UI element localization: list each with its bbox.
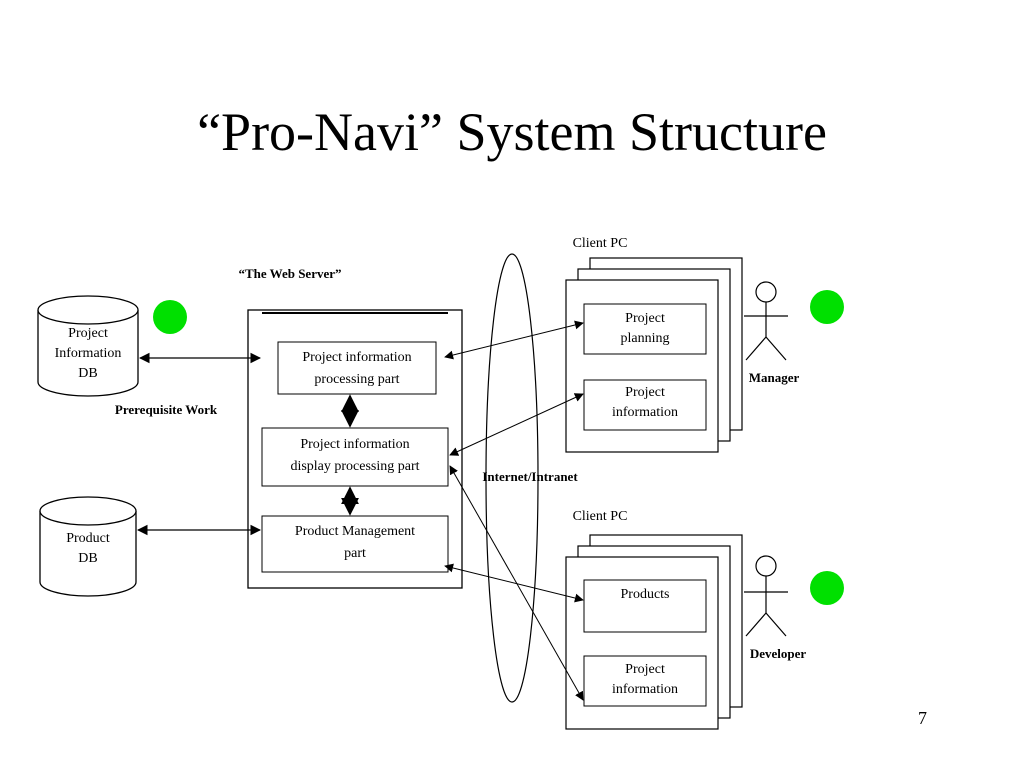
manager-label: Manager (749, 370, 800, 385)
product-db: Product DB (39, 496, 137, 597)
display-processing-part-box: Project information display processing p… (261, 427, 449, 487)
green-dot-icon (810, 290, 844, 324)
planning-label-1: Project (625, 311, 665, 326)
cylinder-top (37, 295, 139, 325)
product-management-part-box: Product Management part (261, 515, 449, 573)
processing-part-box: Project information processing part (277, 341, 437, 395)
manager-info-label-1: Project (625, 385, 665, 400)
manager-info-label-2: information (612, 405, 678, 420)
green-dot-icon (153, 300, 187, 334)
manager-project-information-box: Project information (583, 379, 707, 431)
developer-project-information-box: Project information (583, 655, 707, 707)
project-db-label-2: Information (55, 346, 122, 361)
network-label: Internet/Intranet (482, 469, 578, 484)
page-number: 7 (918, 708, 927, 728)
green-dot-icon (810, 571, 844, 605)
cylinder-icon (37, 310, 139, 397)
arrow-display-manager-info (449, 393, 584, 456)
project-planning-box: Project planning (583, 303, 707, 355)
product-mgmt-label-2: part (344, 546, 366, 561)
client-pc-bottom-label: Client PC (573, 509, 628, 524)
product-mgmt-label-1: Product Management (295, 524, 415, 539)
project-information-db: Project Information DB (37, 295, 139, 397)
arrow-processing-planning (444, 320, 584, 360)
processing-part-label-1: Project information (302, 350, 411, 365)
slide-title: “Pro-Navi” System Structure (197, 102, 827, 162)
developer-info-label-1: Project (625, 662, 665, 677)
developer-info-label-2: information (612, 682, 678, 697)
arrow-product-mgmt-products (444, 563, 584, 603)
processing-part-label-2: processing part (314, 372, 399, 387)
products-label: Products (621, 587, 670, 602)
web-server-label: “The Web Server” (238, 266, 341, 281)
product-db-label-1: Product (66, 531, 110, 546)
products-box: Products (583, 579, 707, 633)
product-db-label-2: DB (78, 551, 97, 566)
project-db-label-1: Project (68, 326, 108, 341)
cylinder-top (39, 496, 137, 526)
arrow-display-developer-info (449, 465, 584, 701)
client-pc-top-label: Client PC (573, 236, 628, 251)
project-db-label-3: DB (78, 366, 97, 381)
prerequisite-work-label: Prerequisite Work (115, 402, 218, 417)
planning-label-2: planning (621, 331, 670, 346)
developer-label: Developer (750, 646, 807, 661)
display-part-label-1: Project information (300, 437, 409, 452)
stick-figure-icon (744, 555, 788, 637)
stick-figure-icon (744, 281, 788, 361)
display-part-label-2: display processing part (290, 459, 419, 474)
cylinder-icon (39, 511, 137, 597)
